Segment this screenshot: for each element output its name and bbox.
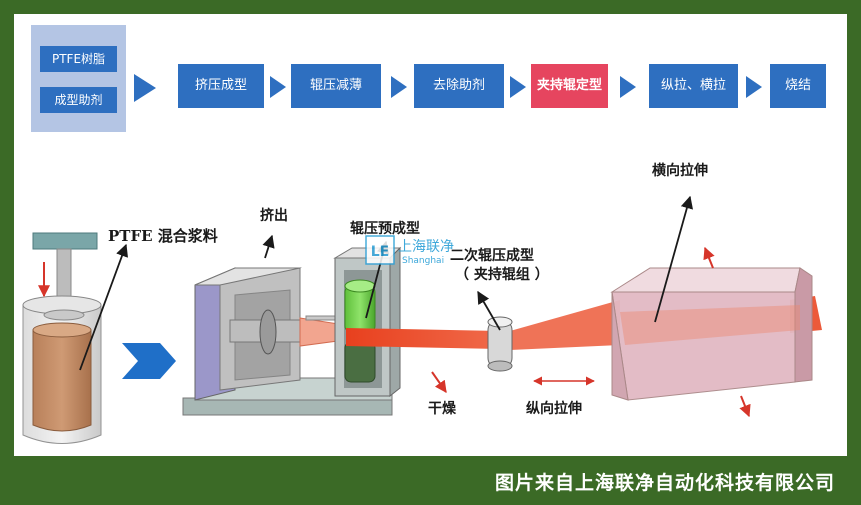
transverse-leader-arrow-icon [654,195,694,323]
watermark-sub: Shanghai [402,256,445,266]
stretching-oven [610,267,813,401]
secondary-leader-arrow-icon [477,290,501,331]
roll-preforming-unit [333,246,402,398]
flow-arrow-icon [270,76,286,98]
input-forming-aid: 成型助剂 [40,87,117,113]
dry-arrow-icon [431,371,447,393]
raw-materials-box: PTFE树脂 成型助剂 [31,25,126,132]
extrude-leader-arrow-icon [262,234,275,259]
transfer-chevron-icon [122,343,176,379]
step-remove-aid: 去除助剂 [414,64,504,108]
mix-leader-arrow-icon [79,243,128,371]
footer-credit: 图片来自上海联净自动化科技有限公司 [494,472,835,494]
step-clamp-roll-setting: 夹持辊定型 [531,64,608,108]
step-rolling: 辊压减薄 [291,64,381,108]
clamp-roll-set [487,316,513,372]
flow-arrow-icon [746,76,762,98]
label-roll-preform: 辊压预成型 [350,221,420,237]
slurry-container [22,232,102,444]
input-ptfe-resin: PTFE树脂 [40,46,117,72]
stretched-film [510,300,620,350]
flow-arrow-icon [620,76,636,98]
label-secondary-rolling: 二次辊压成型 [450,248,534,264]
label-clamp-roll-group: （ 夹持辊组 ） [455,267,549,283]
watermark-mark: LE [371,244,389,260]
ptfe-film [346,328,500,349]
label-transverse-stretch: 横向拉伸 [652,163,708,179]
step-sintering: 烧结 [770,64,826,108]
step-stretching: 纵拉、横拉 [649,64,738,108]
transverse-up-arrow-icon [703,246,715,269]
label-dry: 干燥 [428,401,456,417]
transverse-down-arrow-icon [739,395,751,418]
footer-bar: 图片来自上海联净自动化科技有限公司 [0,456,861,505]
label-extrude: 挤出 [260,208,288,224]
watermark-logo: LE [365,235,395,265]
flow-arrow-icon [391,76,407,98]
label-mix-slurry: PTFE 混合浆料 [108,227,218,245]
flow-arrow-icon [134,74,156,102]
watermark-name: 上海联净 [398,239,454,255]
step-extrusion: 挤压成型 [178,64,264,108]
flow-arrow-icon [510,76,526,98]
label-longitudinal-stretch: 纵向拉伸 [526,401,582,417]
